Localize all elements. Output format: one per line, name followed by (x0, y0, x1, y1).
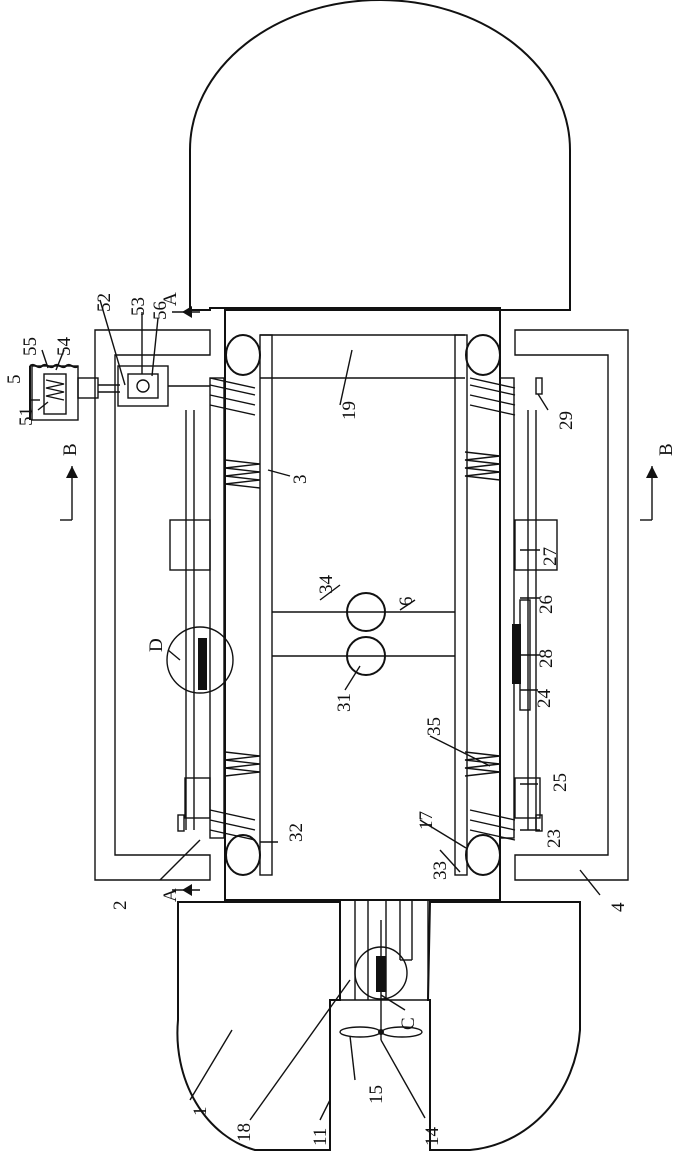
label-18: 18 (234, 1123, 255, 1142)
label-32: 32 (286, 823, 307, 842)
inner-wall-right (455, 335, 514, 875)
valve-block-53 (118, 366, 210, 406)
label-51: 51 (16, 407, 37, 426)
label-33: 33 (430, 861, 451, 880)
label-detail-c: C (398, 1017, 419, 1030)
label-section-b-left: B (60, 443, 81, 456)
label-6: 6 (396, 597, 417, 607)
springs (225, 452, 500, 776)
label-11: 11 (310, 1128, 331, 1146)
label-29: 29 (556, 411, 577, 430)
label-5: 5 (4, 375, 25, 385)
nozzle-assembly-5 (30, 365, 120, 420)
label-27: 27 (540, 547, 561, 566)
magnet-28 (512, 624, 521, 684)
label-17: 17 (416, 811, 437, 830)
lower-body (177, 902, 580, 1150)
rollers-17 (226, 335, 500, 875)
upper-body (190, 0, 570, 310)
inner-wall-left (210, 335, 272, 875)
label-55: 55 (20, 337, 41, 356)
central-mechanism (272, 593, 455, 675)
label-52: 52 (94, 293, 115, 312)
label-54: 54 (54, 337, 75, 357)
label-28: 28 (536, 649, 557, 668)
label-1: 1 (190, 1107, 211, 1117)
label-15: 15 (366, 1085, 387, 1104)
label-4: 4 (608, 902, 629, 912)
label-25: 25 (550, 773, 571, 792)
label-35: 35 (424, 717, 445, 736)
label-34: 34 (316, 575, 337, 595)
screw-threads (210, 378, 515, 840)
label-2: 2 (110, 901, 131, 911)
label-section-a-top: A (160, 292, 181, 306)
label-3: 3 (290, 475, 311, 485)
inner-frame (225, 310, 500, 900)
label-14: 14 (422, 1127, 443, 1147)
label-31: 31 (334, 693, 355, 712)
section-b-left (60, 466, 78, 520)
label-19: 19 (339, 401, 360, 420)
label-23: 23 (544, 829, 565, 848)
section-b-right (640, 466, 658, 520)
labels: 19 3 34 6 31 35 17 33 32 2 4 23 25 24 28… (4, 292, 677, 1146)
label-detail-d: D (146, 638, 167, 652)
detail-circle-d (167, 627, 233, 693)
label-24: 24 (534, 689, 555, 709)
section-a-top (172, 306, 200, 318)
label-section-a-bottom: A (160, 888, 181, 902)
label-53: 53 (128, 297, 149, 316)
label-26: 26 (536, 595, 557, 614)
label-section-b-right: B (656, 443, 677, 456)
